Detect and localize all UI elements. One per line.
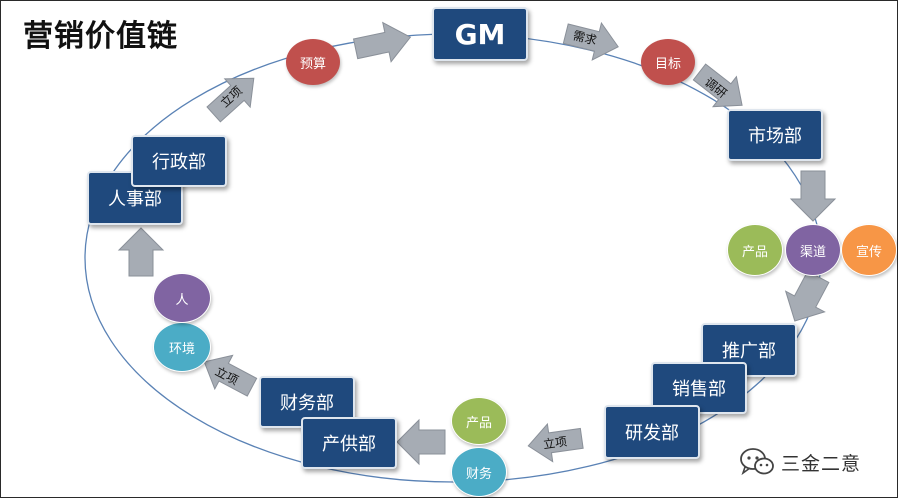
arrow-market-to-channel — [789, 170, 837, 222]
environment-circle: 环境 — [153, 322, 211, 372]
channel-circle: 渠道 — [785, 224, 841, 276]
page-title: 营销价值链 — [23, 19, 178, 54]
arrow-label-setup-bottom-right: 立项 — [542, 434, 568, 452]
budget-circle: 预算 — [286, 39, 340, 85]
publicity-circle: 宣传 — [841, 224, 897, 276]
arrow-research — [692, 63, 743, 108]
promotion-department-node: 推广部 — [701, 323, 797, 377]
product-circle-top: 产品 — [727, 224, 783, 276]
supply-department-node: 产供部 — [301, 417, 397, 469]
product-circle-bottom: 产品 — [451, 397, 507, 445]
arrow-setup-bottom-left — [203, 354, 258, 397]
rnd-department-node: 研发部 — [604, 405, 700, 459]
arrow-budget-to-gm — [352, 21, 412, 63]
wechat-icon — [740, 448, 774, 476]
market-department-node: 市场部 — [727, 109, 823, 161]
arrow-product-to-supply — [396, 418, 446, 466]
arrow-setup-top — [206, 77, 255, 123]
goal-circle: 目标 — [641, 39, 695, 85]
arrow-demand — [562, 21, 619, 61]
people-circle: 人 — [153, 273, 211, 323]
admin-department-node: 行政部 — [131, 135, 227, 187]
arrow-people-to-hr — [117, 227, 165, 277]
finance-circle: 财务 — [451, 447, 507, 497]
watermark-text: 三金二意 — [781, 452, 862, 475]
arrow-setup-bottom-right — [527, 422, 584, 463]
gm-node: GM — [432, 7, 528, 61]
watermark: 三金二意 — [739, 447, 861, 477]
